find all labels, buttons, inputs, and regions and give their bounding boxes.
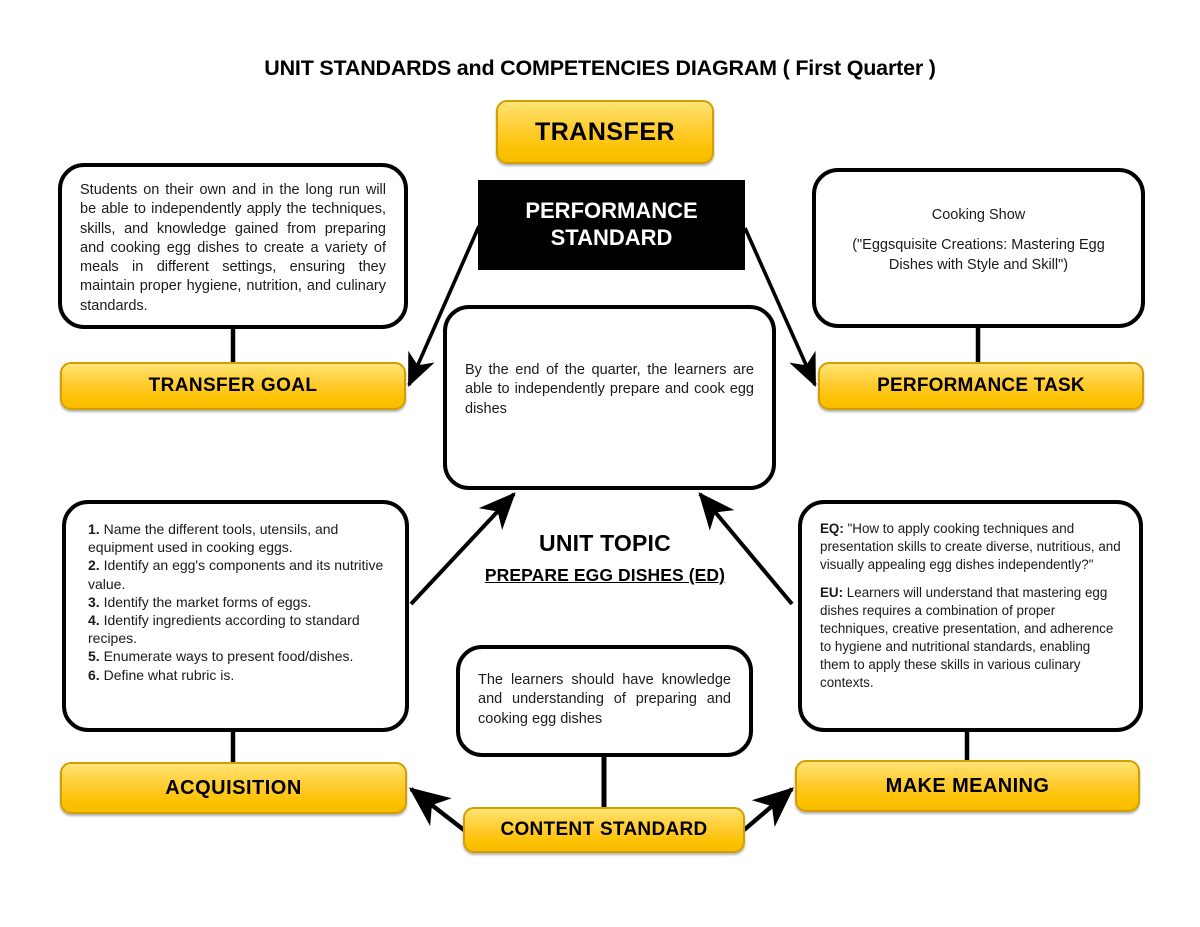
acquisition-item-5-num: 5. <box>88 648 100 665</box>
make-meaning-button-label: MAKE MEANING <box>885 774 1050 797</box>
eq-text: "How to apply cooking techniques and pre… <box>820 521 1121 572</box>
enduring-understanding: EU: Learners will understand that master… <box>820 584 1121 691</box>
acquisition-item-1-num: 1. <box>88 521 100 537</box>
center-goal-textbox: By the end of the quarter, the learners … <box>443 305 776 490</box>
list-item: 6. Define what rubric is. <box>88 666 387 684</box>
acquisition-item-6-text: Define what rubric is. <box>103 666 235 683</box>
spacer <box>820 573 1121 584</box>
page-title: UNIT STANDARDS and COMPETENCIES DIAGRAM … <box>264 56 936 80</box>
acquisition-item-1-text: Name the different tools, utensils, and … <box>88 521 339 556</box>
acquisition-button-label: ACQUISITION <box>165 776 302 799</box>
performance-task-subtitle: ("Eggsquisite Creations: Mastering Egg D… <box>852 237 1105 273</box>
acquisition-item-3-text: Identify the market forms of eggs. <box>103 593 312 610</box>
transfer-goal-text: Students on their own and in the long ru… <box>80 182 386 314</box>
acquisition-item-3-num: 3. <box>88 593 100 610</box>
content-standard-button-label: CONTENT STANDARD <box>500 819 708 840</box>
performance-standard-line1: PERFORMANCE <box>525 198 698 224</box>
eu-text: Learners will understand that mastering … <box>820 585 1114 690</box>
performance-task-button[interactable]: PERFORMANCE TASK <box>818 362 1144 410</box>
acquisition-item-2-text: Identify an egg's components and its nut… <box>88 557 384 592</box>
eu-label: EU: <box>820 585 844 601</box>
performance-task-button-label: PERFORMANCE TASK <box>877 375 1085 396</box>
acquisition-item-2-num: 2. <box>88 557 100 574</box>
list-item: 3. Identify the market forms of eggs. <box>88 593 387 611</box>
make-meaning-textbox: EQ: "How to apply cooking techniques and… <box>798 500 1143 732</box>
performance-standard-line2: STANDARD <box>550 225 673 250</box>
acquisition-textbox: 1. Name the different tools, utensils, a… <box>62 500 409 732</box>
acquisition-item-4-num: 4. <box>88 611 100 628</box>
make-meaning-button[interactable]: MAKE MEANING <box>795 760 1140 812</box>
transfer-button[interactable]: TRANSFER <box>496 100 714 164</box>
performance-task-title: Cooking Show <box>931 207 1026 223</box>
content-standard-button[interactable]: CONTENT STANDARD <box>463 807 745 853</box>
center-goal-text: By the end of the quarter, the learners … <box>465 362 754 417</box>
unit-topic-title: UNIT TOPIC <box>539 530 671 556</box>
list-item: 5. Enumerate ways to present food/dishes… <box>88 647 387 665</box>
performance-task-textbox: Cooking Show ("Eggsquisite Creations: Ma… <box>812 168 1145 328</box>
acquisition-item-4-text: Identify ingredients according to standa… <box>88 611 360 647</box>
transfer-label: TRANSFER <box>534 117 676 146</box>
performance-standard-box: PERFORMANCE STANDARD <box>478 180 745 270</box>
list-item: 2. Identify an egg's components and its … <box>88 556 387 592</box>
transfer-goal-textbox: Students on their own and in the long ru… <box>58 163 408 329</box>
spacer <box>834 225 1123 236</box>
content-standard-text: The learners should have knowledge and u… <box>478 672 731 727</box>
unit-topic-subtitle: PREPARE EGG DISHES (ED) <box>484 565 726 585</box>
connector-contentstandard-to-makemeaning <box>742 787 795 832</box>
unit-topic: UNIT TOPIC PREPARE EGG DISHES (ED) <box>455 530 755 586</box>
acquisition-item-5-text: Enumerate ways to present food/dishes. <box>103 648 354 665</box>
list-item: 4. Identify ingredients according to sta… <box>88 611 387 647</box>
eq-label: EQ: <box>820 521 844 536</box>
connector-contentstandard-to-acquisition <box>408 787 466 832</box>
essential-question: EQ: "How to apply cooking techniques and… <box>820 520 1121 573</box>
list-item: 1. Name the different tools, utensils, a… <box>88 520 387 556</box>
content-standard-textbox: The learners should have knowledge and u… <box>456 645 753 757</box>
acquisition-list: 1. Name the different tools, utensils, a… <box>66 504 405 694</box>
acquisition-button[interactable]: ACQUISITION <box>60 762 407 814</box>
acquisition-item-6-num: 6. <box>88 666 100 683</box>
transfer-goal-button[interactable]: TRANSFER GOAL <box>60 362 406 410</box>
transfer-goal-button-label: TRANSFER GOAL <box>148 375 318 396</box>
